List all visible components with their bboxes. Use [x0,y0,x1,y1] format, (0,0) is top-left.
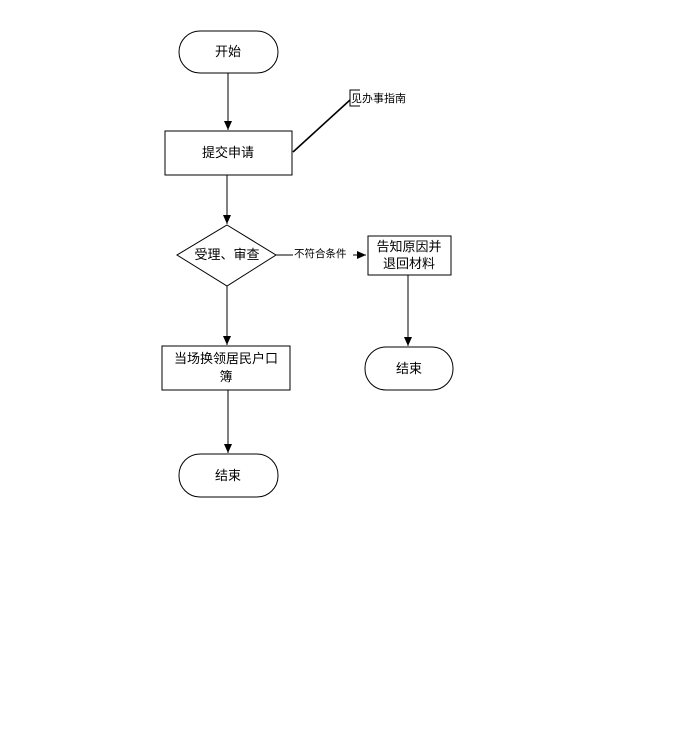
reject-process [367,235,452,276]
reject-label-line2: 退回材料 [383,257,435,272]
reject-edge-label: 不符合条件 [294,247,347,260]
end-terminator-right [364,346,454,391]
apply-process [164,130,293,176]
note-bracket [349,89,360,107]
note-label: 见办事指南 [351,91,406,105]
issue-process [161,345,291,391]
reject-label-line1: 告知原因并 [376,239,441,255]
issue-label-line2: 簿 [219,370,232,385]
reject-edge-label-bg [293,246,353,260]
apply-label: 提交申请 [202,145,254,161]
review-label: 受理、审查 [194,248,259,263]
note-connector [292,99,351,153]
end-terminator-main [178,453,279,498]
issue-label-line1: 当场换领居民户口 [174,351,278,367]
end-right-label: 结束 [396,362,422,377]
start-label: 开始 [215,45,241,60]
end-main-label: 结束 [215,469,241,484]
